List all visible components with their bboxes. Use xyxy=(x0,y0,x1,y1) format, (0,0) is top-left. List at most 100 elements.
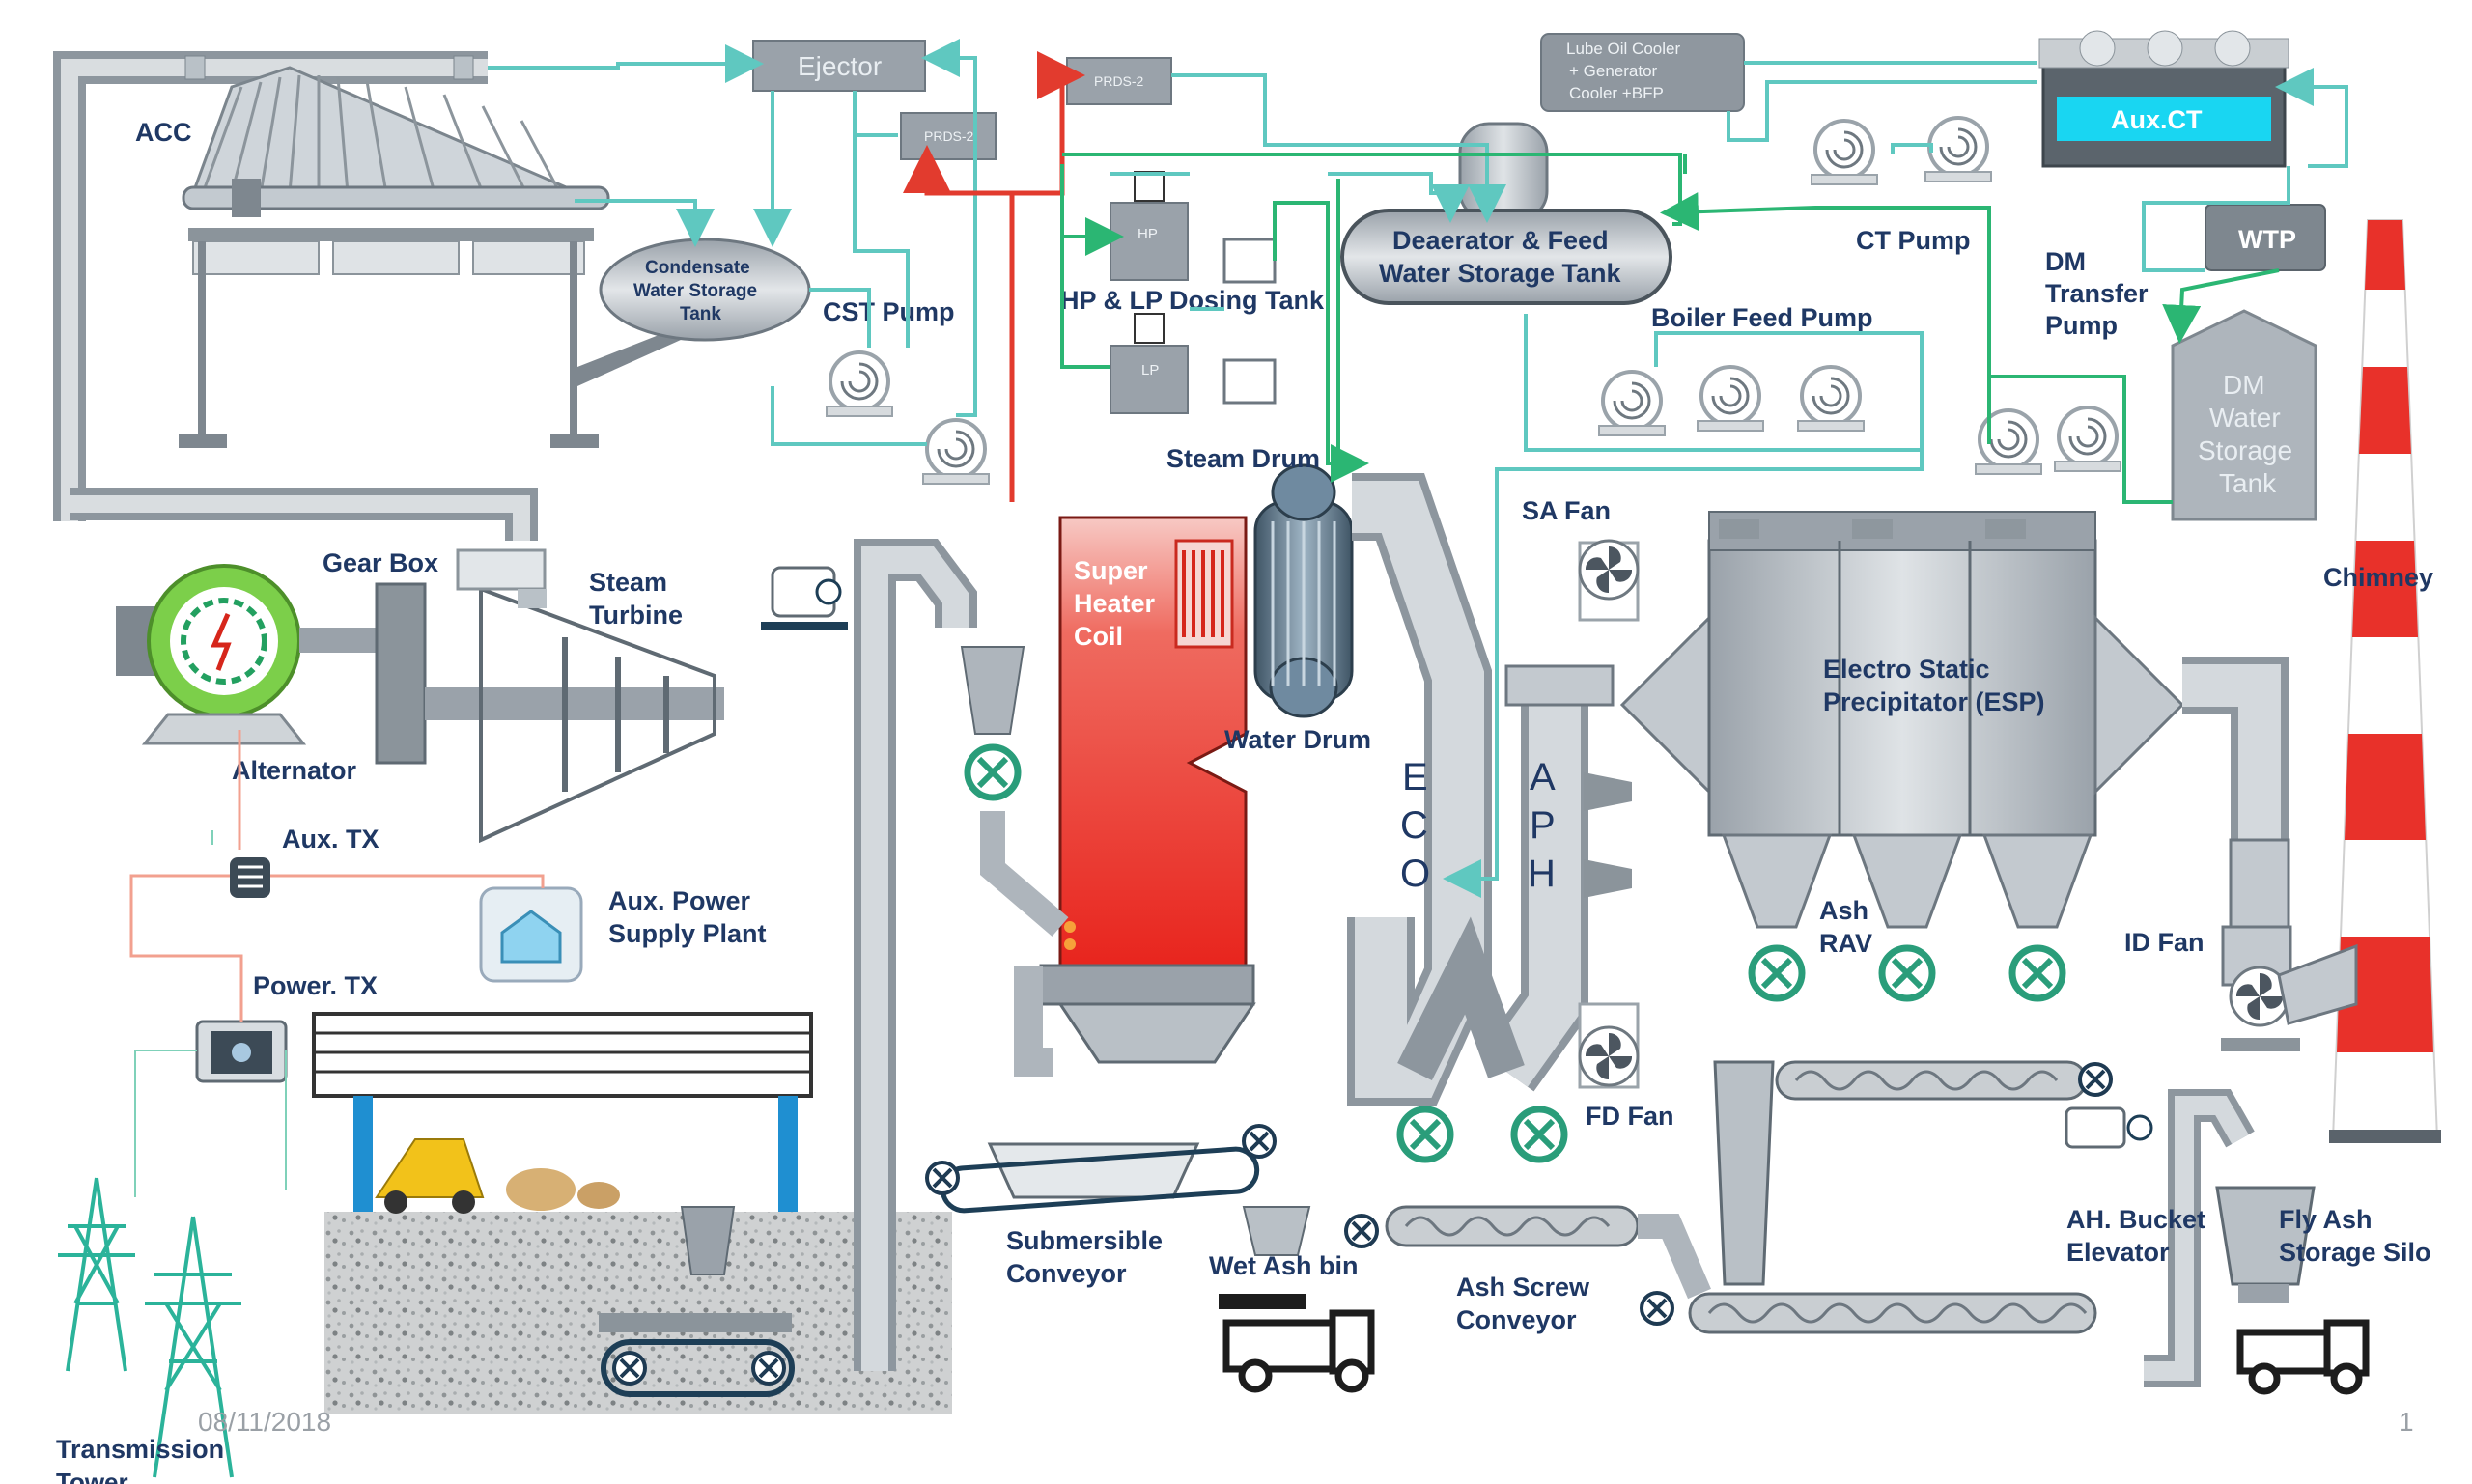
aph-letter-2: P xyxy=(1530,804,1556,847)
lp-dosing-tank xyxy=(1110,313,1189,414)
deaerator-line-1: Deaerator & Feed xyxy=(1392,226,1609,255)
chimney xyxy=(2329,219,2441,1143)
fly-ash-line-2: Storage Silo xyxy=(2279,1238,2431,1267)
boiler-feed-pump-1 xyxy=(1597,370,1667,437)
transmission-line-1: Transmission xyxy=(56,1435,224,1464)
lp-label: LP xyxy=(1141,362,1159,378)
dm-transfer-line-1: DM xyxy=(2045,247,2086,276)
steam-drum-label: Steam Drum xyxy=(1166,444,1320,473)
fd-fan xyxy=(1578,1002,1640,1089)
wet-ash-bin xyxy=(1219,1206,1379,1393)
super-heater-line-2: Heater xyxy=(1074,589,1156,618)
aux-power-line-2: Supply Plant xyxy=(608,919,767,948)
ash-screw-conveyors xyxy=(1385,1060,2113,1334)
boiler-feed-pump-label: Boiler Feed Pump xyxy=(1651,303,1873,332)
esp-line-1: Electro Static xyxy=(1823,655,1990,684)
hp-label: HP xyxy=(1138,226,1158,242)
wet-ash-bin-label: Wet Ash bin xyxy=(1209,1251,1359,1280)
dm-water-tank xyxy=(2171,309,2318,521)
alternator-label: Alternator xyxy=(232,756,357,785)
condensate-line-2: Water Storage xyxy=(633,281,757,301)
gear-box xyxy=(375,582,427,765)
coal-bucket-elevator xyxy=(761,539,977,1371)
submersible-conveyor xyxy=(925,966,1277,1214)
aph-rav-valve xyxy=(1514,1109,1564,1160)
ct-pump-2 xyxy=(1924,116,1993,183)
power-tx-label: Power. TX xyxy=(253,971,378,1000)
fly-ash-line-1: Fly Ash xyxy=(2279,1205,2373,1234)
ah-bucket-line-1: AH. Bucket xyxy=(2066,1205,2205,1234)
dosing-pump-1 xyxy=(1222,238,1277,284)
sa-fan xyxy=(1578,539,1640,622)
electrical-line-1 xyxy=(129,730,545,1022)
submersible-line-1: Submersible xyxy=(1006,1226,1163,1255)
ash-rav-line-1: Ash xyxy=(1819,896,1868,925)
lube-oil-line-1: Lube Oil Cooler xyxy=(1566,40,1680,58)
wtp-label: WTP xyxy=(2238,225,2296,254)
id-fan xyxy=(2221,925,2358,1051)
dm-water-line-1: DM xyxy=(2223,370,2265,400)
cst-pump-1 xyxy=(825,350,894,418)
deaerator-line-2: Water Storage Tank xyxy=(1379,259,1622,288)
fly-ash-silo xyxy=(2215,1186,2370,1395)
dm-water-line-3: Storage xyxy=(2198,435,2292,465)
boiler-feed-pump-3 xyxy=(1796,365,1866,433)
submersible-line-2: Conveyor xyxy=(1006,1259,1127,1288)
ejector-label: Ejector xyxy=(798,51,882,81)
lube-oil-cooler-box xyxy=(1540,33,1745,112)
super-heater-line-3: Coil xyxy=(1074,622,1123,651)
aux-transformer xyxy=(230,857,270,898)
esp-unit xyxy=(1619,511,2290,929)
steam-turbine-line-2: Turbine xyxy=(589,601,683,630)
esp-line-2: Precipitator (ESP) xyxy=(1823,687,2045,716)
id-fan-label: ID Fan xyxy=(2124,928,2205,957)
sa-fan-label: SA Fan xyxy=(1522,496,1611,525)
coal-feeder xyxy=(960,646,1069,937)
lube-oil-line-2: + Generator xyxy=(1569,62,1658,80)
dm-water-line-2: Water xyxy=(2209,403,2281,433)
alternator xyxy=(116,564,377,745)
aux-ct-label: Aux.CT xyxy=(2111,105,2203,134)
ct-pump-1 xyxy=(1810,119,1879,186)
eco-rav-valve xyxy=(1400,1109,1450,1160)
boiler-furnace xyxy=(1039,516,1256,1064)
ash-screw-line-2: Conveyor xyxy=(1456,1305,1577,1334)
dosing-pump-2 xyxy=(1222,358,1277,405)
fd-fan-label: FD Fan xyxy=(1586,1102,1674,1131)
coal-shed xyxy=(312,1012,952,1414)
coal-conveyor xyxy=(601,1339,795,1397)
aux-power-line-1: Aux. Power xyxy=(608,886,751,915)
prds-label-2: PRDS-2 xyxy=(1094,73,1144,89)
power-transformer xyxy=(195,1020,288,1083)
prds-label-1: PRDS-2 xyxy=(924,128,974,144)
eco-aph-duct xyxy=(1347,473,1632,1106)
ah-bucket-line-2: Elevator xyxy=(2066,1238,2170,1267)
condensate-line-1: Condensate xyxy=(645,258,750,278)
footer-date: 08/11/2018 xyxy=(198,1407,331,1437)
esp-rav-valve-1 xyxy=(1752,948,1802,998)
steam-turbine xyxy=(425,548,724,844)
condensate-line-3: Tank xyxy=(680,304,721,324)
aph-letter-1: A xyxy=(1530,756,1556,798)
ah-bucket-elevator xyxy=(2065,1089,2255,1387)
acc-label: ACC xyxy=(135,118,192,147)
boiler-feed-pump-2 xyxy=(1696,365,1765,433)
steam-turbine-line-1: Steam xyxy=(589,568,667,597)
super-heater-line-1: Super xyxy=(1074,556,1148,585)
aph-letter-3: H xyxy=(1528,853,1556,895)
cst-pump-label: CST Pump xyxy=(823,297,955,326)
aux-power-plant-icon xyxy=(479,886,583,983)
pipe-network xyxy=(488,39,2348,898)
electrical-line-2 xyxy=(134,830,287,1197)
lube-oil-line-3: Cooler +BFP xyxy=(1569,84,1664,102)
ash-rav-line-2: RAV xyxy=(1819,929,1872,958)
esp-rav-valve-2 xyxy=(1882,948,1932,998)
dm-transfer-line-2: Transfer xyxy=(2045,279,2149,308)
dm-transfer-pump-1 xyxy=(1974,408,2043,476)
eco-letter-3: O xyxy=(1400,853,1430,895)
aux-tx-label: Aux. TX xyxy=(282,825,379,854)
eco-letter-2: C xyxy=(1400,804,1428,847)
ct-pump-label: CT Pump xyxy=(1856,226,1971,255)
dm-transfer-pump-2 xyxy=(2053,406,2122,473)
